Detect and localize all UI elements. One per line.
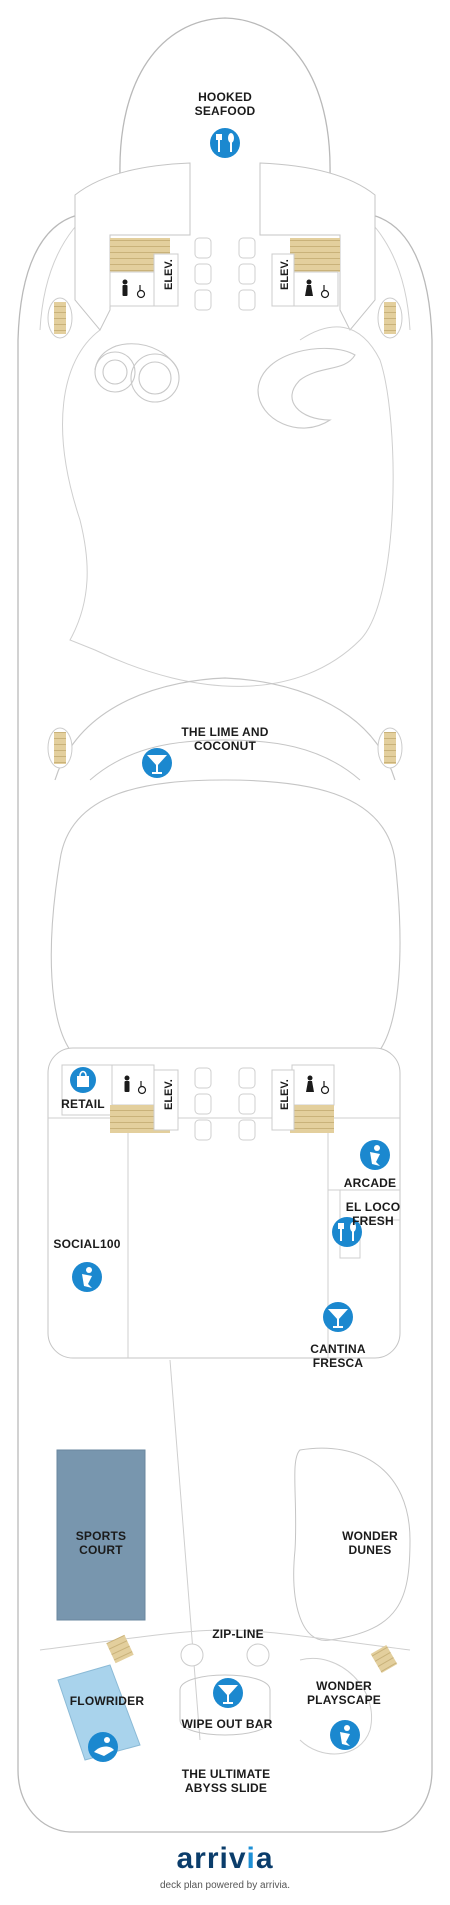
central-atrium-outline [62,326,394,687]
decorative-sculpture-left [94,343,180,403]
kids-activity-icon [72,1262,102,1292]
label-el-loco-fresh: EL LOCO [346,1200,401,1214]
playscape-stairs [370,1644,398,1674]
zipline-tower-right [246,1643,270,1667]
restroom-box-aft-right [291,1064,335,1106]
restroom-icon-aft [124,1075,314,1092]
stairs-top-right [290,238,340,272]
kids-activity-icon [330,1720,360,1750]
label-ultimate-abyss: THE ULTIMATE [182,1767,271,1781]
brand-tagline: deck plan powered by arrivia. [159,1880,291,1891]
elevator-label-aft-left: ELEV. [163,1079,175,1110]
label-el-loco-fresh-2: FRESH [352,1214,394,1228]
tender-left-mid [47,727,73,769]
tender-left-upper [47,297,73,339]
kids-activity-icon [360,1140,390,1170]
logo-part-b: i [246,1842,256,1875]
elevator-cars-top [194,237,256,311]
restroom-icon [122,279,313,296]
cocktail-icon [213,1678,243,1708]
playscape-outline [299,1658,372,1755]
hooked-venue-outline-right [259,162,376,331]
dining-icon [332,1217,362,1247]
elevator-aft-left [153,1069,179,1131]
label-hooked-seafood-2: SEAFOOD [195,104,256,118]
label-lime-coconut: THE LIME AND [181,725,268,739]
label-hooked-seafood: HOOKED [198,90,252,104]
elevator-top-left [153,253,179,307]
restroom-box-top-right [291,271,339,307]
lime-coconut-arc [54,677,396,781]
logo-part-a: arriv [176,1842,247,1875]
wonder-dunes-area [293,1447,411,1641]
label-zip-line: ZIP-LINE [212,1627,264,1641]
dining-icon [210,128,240,158]
cocktail-icon [142,748,172,778]
stairs-aft-right [290,1105,334,1133]
elevator-cars-aft [194,1067,256,1141]
accessible-icon-aft [137,1081,330,1095]
label-cantina-fresca-2: FRESCA [313,1356,364,1370]
label-wonder-playscape: WONDER [316,1679,372,1693]
central-pool-area [50,779,401,1051]
elevator-label-top-left: ELEV. [163,259,175,290]
accessible-icon [136,285,330,299]
label-sports-court: SPORTS [76,1529,127,1543]
label-arcade: ARCADE [344,1176,397,1190]
wipe-out-bar-counter [179,1674,271,1736]
flowrider-pool [57,1664,141,1761]
label-cantina-fresca: CANTINA [310,1342,366,1356]
surf-icon [88,1732,118,1762]
shopping-bag-icon [70,1067,96,1093]
label-wonder-dunes-2: DUNES [348,1543,391,1557]
aft-deck-curve [39,1629,411,1651]
label-lime-coconut-2: COCONUT [194,739,257,753]
label-retail: RETAIL [61,1097,105,1111]
tender-right-upper [377,297,403,339]
logo-part-c: a [255,1842,274,1875]
label-ultimate-abyss-2: ABYSS SLIDE [185,1781,267,1795]
elevator-label-top-right: ELEV. [279,259,291,290]
label-sports-court-2: COURT [79,1543,123,1557]
lime-coconut-counter [89,739,361,781]
flowrider-stairs [106,1634,134,1664]
cocktail-icon [323,1302,353,1332]
slide-line [169,1359,201,1741]
label-social100: SOCIAL100 [53,1237,120,1251]
label-wipe-out-bar: WIPE OUT BAR [181,1717,272,1731]
decorative-sculpture-right [257,347,356,429]
arrivia-logo: arrivia [0,1842,450,1876]
label-flowrider: FLOWRIDER [70,1694,145,1708]
elevator-label-aft-right: ELEV. [279,1079,291,1110]
restroom-box-aft-left [111,1064,155,1106]
elevator-aft-right [271,1069,295,1131]
elevator-top-right [271,253,295,307]
label-wonder-dunes: WONDER [342,1529,398,1543]
tender-right-mid [377,727,403,769]
restroom-box-top-left [109,271,155,307]
sports-court [56,1449,146,1621]
label-wonder-playscape-2: PLAYSCAPE [307,1693,381,1707]
zipline-tower-left [180,1643,204,1667]
